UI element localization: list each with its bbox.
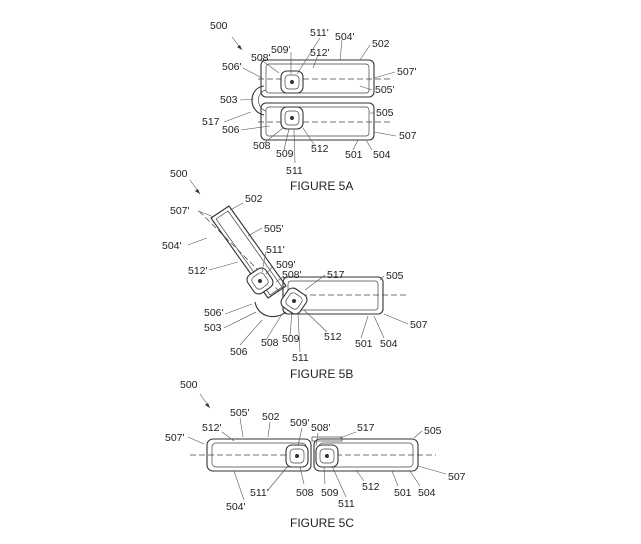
label: 508' [311, 422, 331, 434]
label: 500 [170, 168, 188, 180]
label: 503 [204, 322, 222, 334]
label: 506' [204, 307, 224, 319]
label: 508 [253, 140, 271, 152]
label: 504' [162, 240, 182, 252]
label: 501 [394, 487, 412, 499]
label: 508' [282, 269, 302, 281]
label: 512' [202, 422, 222, 434]
label: 508 [261, 337, 279, 349]
label: 502 [262, 411, 280, 423]
label: 512' [310, 47, 330, 59]
label: 505 [376, 107, 394, 119]
label: 512 [311, 143, 329, 155]
label: 505' [375, 84, 395, 96]
figure-caption: FIGURE 5A [290, 179, 353, 193]
label: 503 [220, 94, 238, 106]
label: 511' [310, 27, 329, 39]
label: 512' [188, 265, 208, 277]
label: 509 [276, 148, 294, 160]
label: 504' [226, 501, 246, 513]
label: 517 [202, 116, 220, 128]
label: 512 [324, 331, 342, 343]
label: 507 [399, 130, 417, 142]
label: 500 [180, 379, 198, 391]
label: 509 [282, 333, 300, 345]
label: 507' [397, 66, 417, 78]
label: 511 [292, 352, 309, 364]
label: 509' [276, 259, 296, 271]
label: 511' [266, 244, 285, 256]
label: 509 [321, 487, 339, 499]
label: 505 [386, 270, 404, 282]
label: 509' [290, 417, 310, 429]
label: 507' [165, 432, 185, 444]
label: 504 [380, 338, 398, 350]
label: 512 [362, 481, 380, 493]
label: 517 [357, 422, 375, 434]
figure-caption: FIGURE 5B [290, 367, 353, 381]
label: 501 [345, 149, 363, 161]
label: 507' [170, 205, 190, 217]
label: 504 [418, 487, 436, 499]
figure-5c: 500 505' 502 512' 509' 508' 517 505 507'… [165, 379, 466, 530]
label: 505' [230, 407, 250, 419]
label: 511' [250, 487, 269, 499]
figure-caption: FIGURE 5C [290, 516, 354, 530]
label: 502 [372, 38, 390, 50]
label: 509' [271, 44, 291, 56]
figure-5a: 500 511' 509' 504' 502 512' 508' 506' 50… [202, 20, 417, 193]
label: 506 [222, 124, 240, 136]
label: 507 [448, 471, 466, 483]
label: 508 [296, 487, 314, 499]
label: 505 [424, 425, 442, 437]
label: 511 [286, 165, 303, 177]
label: 500 [210, 20, 228, 32]
label: 506' [222, 61, 242, 73]
label: 506 [230, 346, 248, 358]
label: 505' [264, 223, 284, 235]
label: 504 [373, 149, 391, 161]
label: 508' [251, 52, 271, 64]
figure-5b: 500 502 507' 505' 504' 511' 512' 509' 50… [162, 168, 428, 381]
label: 511 [338, 498, 355, 510]
label: 502 [245, 193, 263, 205]
label: 517 [327, 269, 345, 281]
label: 501 [355, 338, 373, 350]
label: 504' [335, 31, 355, 43]
label: 507 [410, 319, 428, 331]
